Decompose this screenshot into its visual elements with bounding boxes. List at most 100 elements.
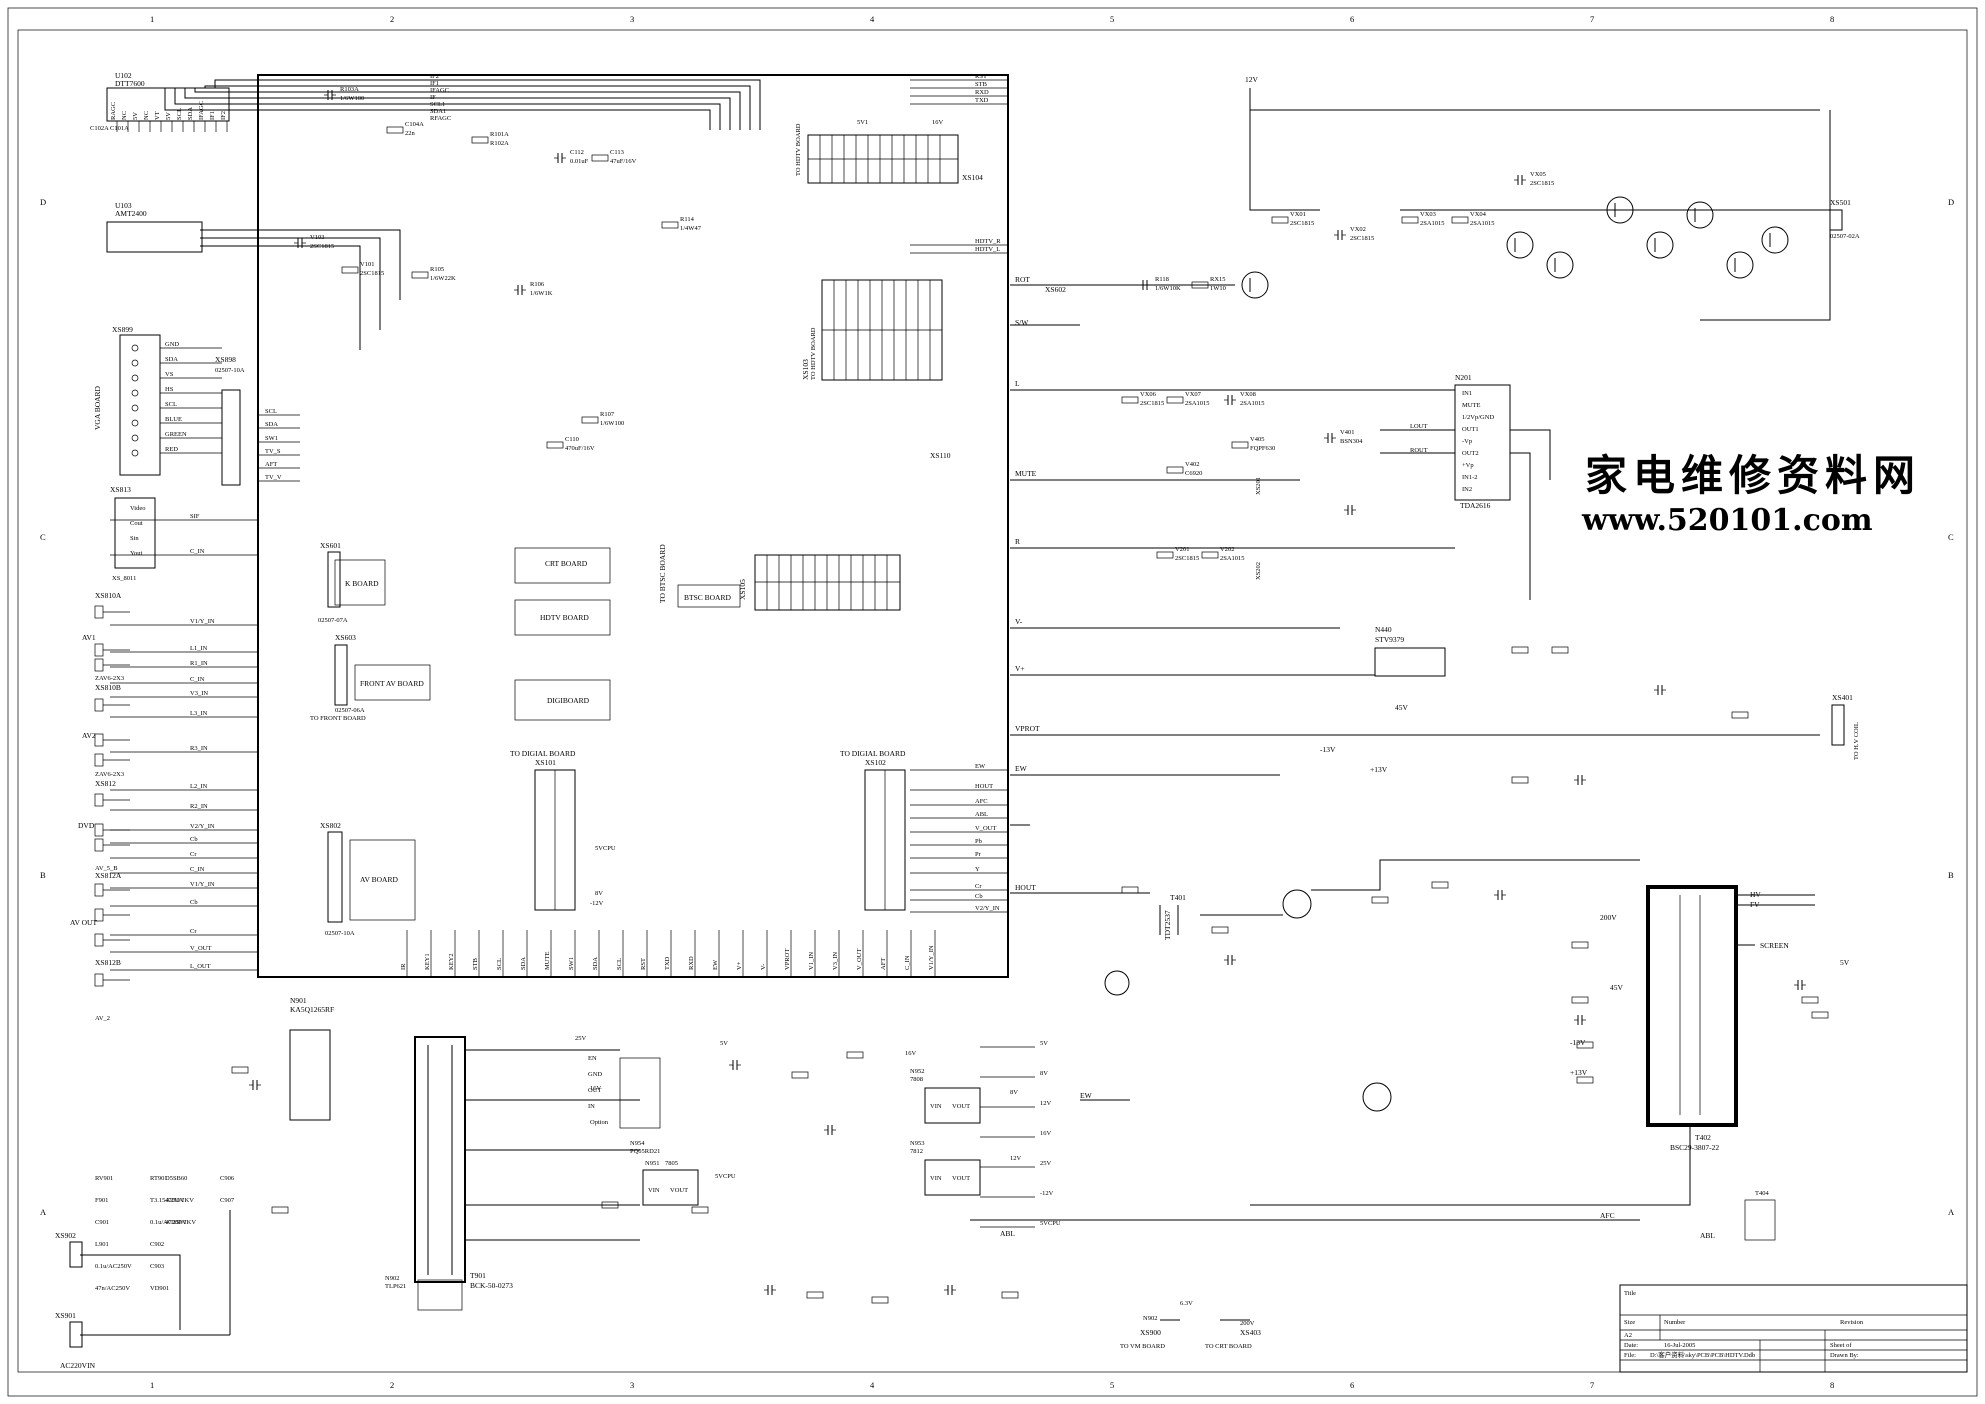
resistor-symbol xyxy=(846,1051,864,1059)
resistor-symbol xyxy=(231,1066,249,1074)
main-left-signal: V_OUT xyxy=(190,945,211,952)
xs104-label: XS104 xyxy=(962,173,983,182)
part-reference-label: 47uF/16V xyxy=(610,158,637,165)
n952-body xyxy=(924,1087,981,1124)
xs201-label: XS201 xyxy=(1255,477,1262,495)
n953-body xyxy=(924,1159,981,1196)
power-part-label: 4700P/1KV xyxy=(165,1219,196,1226)
part-reference-label: VX03 xyxy=(1420,211,1436,218)
resistor-symbol xyxy=(1211,926,1229,934)
xs813-video: Video xyxy=(130,505,146,512)
vminus-signal: V- xyxy=(1015,617,1023,626)
power-part-label: D5SB60 xyxy=(165,1175,187,1182)
vga-pin-label: GND xyxy=(165,341,179,348)
xs401-body xyxy=(1831,704,1845,746)
rca-jack xyxy=(94,838,104,852)
resistor-symbol xyxy=(546,441,564,449)
xs601-label: XS601 xyxy=(320,541,341,550)
part-reference-label: V401 xyxy=(1340,429,1354,436)
main-bottom-signal: TXD xyxy=(664,956,671,970)
xs603-label: XS603 xyxy=(335,633,356,642)
main-right-signal: RST xyxy=(975,73,987,80)
vga-pin-dot xyxy=(131,389,139,397)
n952-part: 7808 xyxy=(910,1076,923,1083)
resistor-symbol xyxy=(691,1206,709,1214)
xs812b-label: XS812B xyxy=(95,958,121,967)
power-part-label: 47n/AC250V xyxy=(95,1285,130,1292)
main-left-signal: SIF xyxy=(190,513,200,520)
t401-part: TDT2537 xyxy=(1163,910,1172,940)
resistor-symbol xyxy=(386,126,404,134)
part-reference-label: 2SC1815 xyxy=(1175,555,1199,562)
regulator-output-label: 8V xyxy=(1040,1070,1048,1077)
afc-signal: AFC xyxy=(1600,1211,1615,1220)
front-av-board: XS603 FRONT AV BOARD 02507-06A TO FRONT … xyxy=(310,633,431,722)
n201-body xyxy=(1454,384,1511,501)
v45-fbt: 45V xyxy=(1610,983,1624,992)
part-reference-label: C6920 xyxy=(1185,470,1202,477)
sw-signal: S/W xyxy=(1015,318,1029,327)
resistor-symbol xyxy=(871,1296,889,1304)
col-label-5: 5 xyxy=(1110,14,1114,24)
power-part-label: T3.15A250V xyxy=(150,1197,185,1204)
to-vm-label: TO VM BOARD xyxy=(1120,1343,1165,1350)
col-label-2: 2 xyxy=(390,14,394,24)
part-reference-label: 1/6W1K xyxy=(530,290,553,297)
main-bottom-signal: EW xyxy=(712,959,719,970)
tuner-pin-label: VT xyxy=(154,111,161,120)
resistor-symbol xyxy=(1166,466,1184,474)
resistor-symbol xyxy=(1156,551,1174,559)
col-label-2-bottom: 2 xyxy=(390,1380,394,1390)
part-reference-label: 1W10 xyxy=(1210,285,1226,292)
transistor-symbol xyxy=(1761,226,1789,254)
main-right-signal: V2/Y_IN xyxy=(975,905,1000,912)
xs101-m12: -12V xyxy=(590,900,604,907)
main-right-signal: AFC xyxy=(975,798,988,805)
main-left-signal: R1_IN xyxy=(190,660,208,667)
av1-label: AV1 xyxy=(82,633,96,642)
n902-ref: N902 xyxy=(1143,1315,1157,1322)
part-reference-label: 2SA1015 xyxy=(1470,220,1495,227)
abl-signal: ABL xyxy=(1700,1231,1715,1240)
column-labels: 1 2 3 4 5 6 7 8 1 2 3 4 5 6 7 8 xyxy=(150,14,1834,1390)
revision-label: Revision xyxy=(1840,1319,1864,1326)
av-board-part: 02507-10A xyxy=(325,930,355,937)
main-bottom-signal: RXD xyxy=(688,956,695,970)
resistor-symbol xyxy=(1731,711,1749,719)
row-label-c: C xyxy=(40,532,46,542)
main-left-signal: SW1 xyxy=(265,435,278,442)
v16-label-2: 16V xyxy=(905,1050,917,1057)
xs813-connector: XS813 Video Cout Sin Yout XS_8011 xyxy=(110,485,156,582)
xs898-body xyxy=(221,389,241,486)
main-right-signal: Pr xyxy=(975,851,982,858)
tuner-pin-label: 5V xyxy=(132,112,139,120)
part-reference-label: 0.01uF xyxy=(570,158,589,165)
n951-vin: VIN xyxy=(648,1187,660,1194)
n201-part: TDA2616 xyxy=(1460,501,1491,510)
part-reference-label: R103A xyxy=(340,86,359,93)
part-reference-label: 2SA1015 xyxy=(1185,400,1210,407)
n901-part: KA5Q1265RF xyxy=(290,1005,334,1014)
row-label-c-right: C xyxy=(1948,532,1954,542)
part-reference-label: C104A xyxy=(405,121,424,128)
regulator-output-label: 16V xyxy=(1040,1130,1052,1137)
tuner-pin-label: IF1 xyxy=(209,111,216,120)
mute-signal: MUTE xyxy=(1015,469,1037,478)
row-labels: D C B A D C B A xyxy=(40,197,1955,1217)
xs501-part: 02507-02A xyxy=(1830,233,1860,240)
col-label-7: 7 xyxy=(1590,14,1594,24)
vga-pin-label: BLUE xyxy=(165,416,182,423)
date-value: 16-Jul-2005 xyxy=(1664,1342,1695,1349)
main-left-signal: TV_V xyxy=(265,474,282,481)
to-digital-1: TO DIGIAL BOARD xyxy=(510,749,576,758)
tuner-pin-label: IF2 xyxy=(220,111,227,120)
part-reference-label: 2SC1815 xyxy=(360,270,384,277)
resistor-symbol xyxy=(1801,996,1819,1004)
row-label-d: D xyxy=(40,197,46,207)
drawn-label: Drawn By: xyxy=(1830,1352,1859,1359)
main-right-signal: EW xyxy=(975,763,986,770)
power-part-label: RV901 xyxy=(95,1175,113,1182)
vga-pin-label: SDA xyxy=(165,356,178,363)
t901-ref: T901 xyxy=(470,1271,486,1280)
